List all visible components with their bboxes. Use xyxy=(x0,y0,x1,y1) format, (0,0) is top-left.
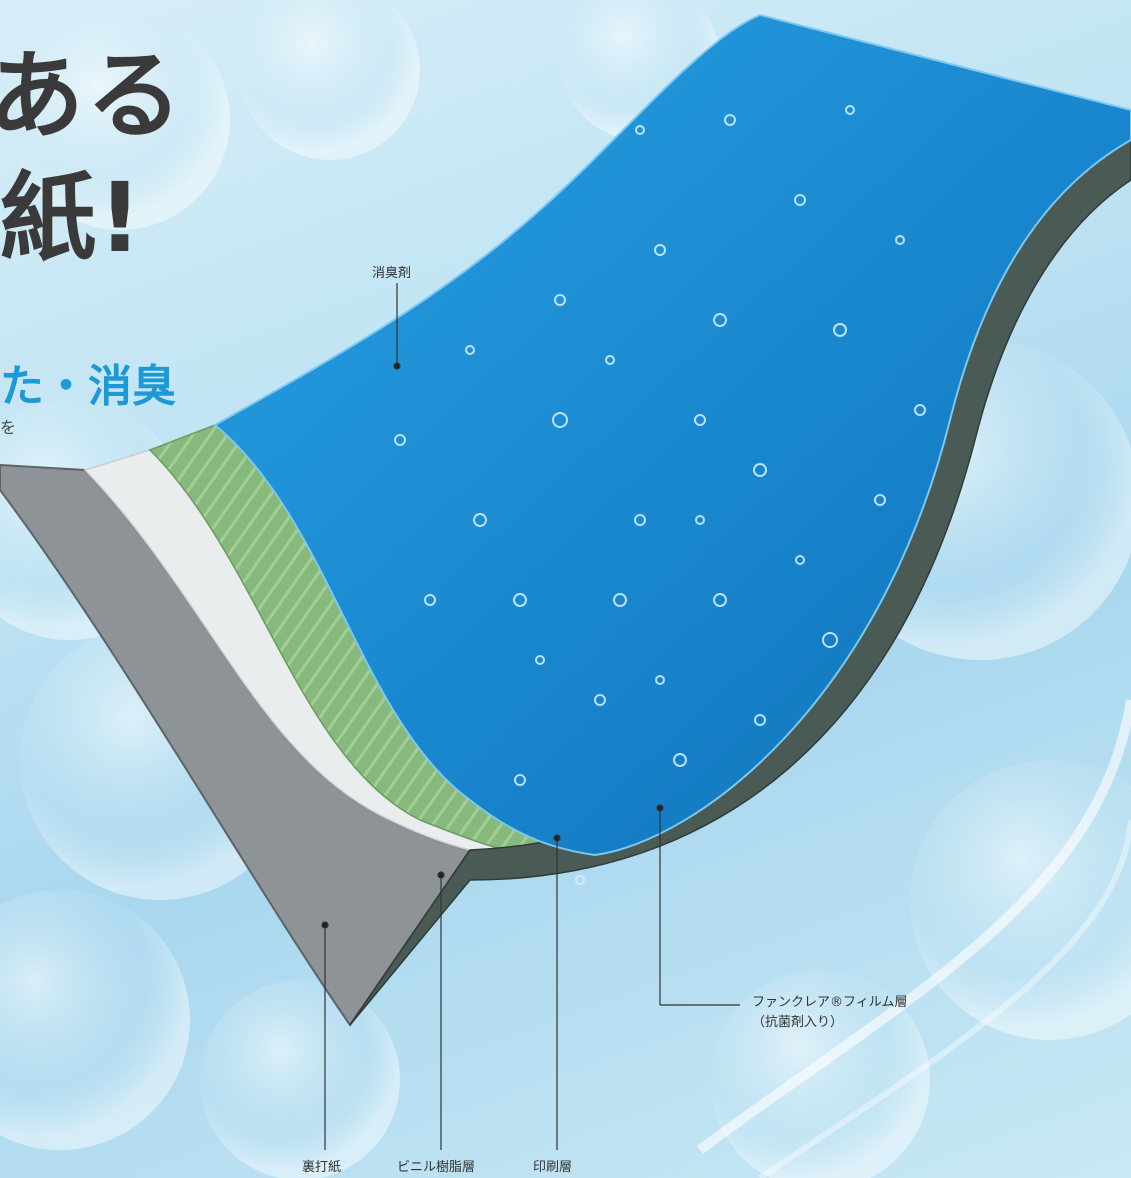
label-deodorant: 消臭剤 xyxy=(372,266,412,281)
label-film-line2: （抗菌剤入り） xyxy=(752,1015,844,1030)
subheading: た・消臭 xyxy=(0,361,176,412)
headline-line2: 紙! xyxy=(0,162,144,274)
label-film-line1: ファンクレア®フィルム層 xyxy=(752,995,908,1010)
label-backing-paper: 裏打紙 xyxy=(302,1160,342,1175)
leader-lines xyxy=(321,283,740,1150)
subtext: を xyxy=(0,418,17,437)
label-print-layer: 印刷層 xyxy=(533,1160,573,1175)
antibacterial-film-layer xyxy=(213,13,1131,857)
deodorant-particles xyxy=(394,105,926,885)
headline-line1: ある xyxy=(0,40,184,152)
label-film: ファンクレア®フィルム層 （抗菌剤入り） xyxy=(752,993,907,1033)
label-vinyl-resin: ビニル樹脂層 xyxy=(397,1160,476,1175)
